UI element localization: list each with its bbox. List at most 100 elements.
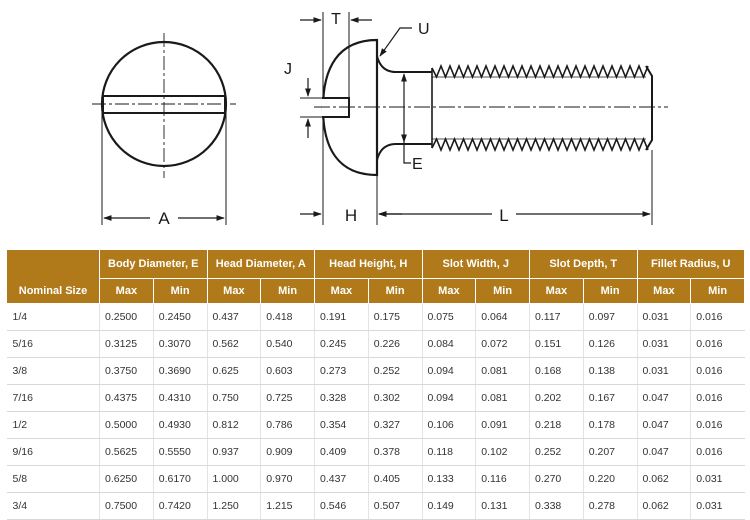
value-cell: 0.094 [422,357,477,385]
max-header: Max [529,278,584,304]
value-cell: 0.937 [207,438,262,466]
thread-bottom [431,136,649,153]
value-cell: 0.116 [475,465,530,493]
value-cell: 0.540 [260,330,315,358]
value-cell: 0.328 [314,384,369,412]
value-cell: 0.047 [637,384,692,412]
value-cell: 0.031 [690,492,745,520]
value-cell: 0.226 [368,330,423,358]
group-header-head-height: Head Height, H [314,249,423,279]
head-slot [322,97,350,118]
value-cell: 0.437 [314,465,369,493]
min-header: Min [260,278,315,304]
value-cell: 1.215 [260,492,315,520]
value-cell: 0.138 [583,357,638,385]
value-cell: 0.4930 [153,411,208,439]
value-cell: 0.3750 [99,357,154,385]
value-cell: 0.117 [529,303,584,331]
max-header: Max [314,278,369,304]
value-cell: 0.091 [475,411,530,439]
min-header: Min [690,278,745,304]
group-header-fillet-radius: Fillet Radius, U [636,249,745,279]
value-cell: 0.097 [583,303,638,331]
screw-tip [645,65,653,151]
value-cell: 0.786 [260,411,315,439]
value-cell: 0.812 [207,411,262,439]
value-cell: 0.327 [368,411,423,439]
value-cell: 0.5000 [99,411,154,439]
value-cell: 0.016 [690,357,745,385]
value-cell: 0.084 [422,330,477,358]
value-cell: 0.126 [583,330,638,358]
value-cell: 0.437 [207,303,262,331]
value-cell: 0.202 [529,384,584,412]
min-header: Min [475,278,530,304]
min-header: Min [152,278,208,304]
value-cell: 0.546 [314,492,369,520]
nominal-size-cell: 5/8 [6,465,100,493]
value-cell: 0.064 [475,303,530,331]
value-cell: 0.047 [637,411,692,439]
value-cell: 0.6250 [99,465,154,493]
value-cell: 0.6170 [153,465,208,493]
max-header: Max [421,278,477,304]
value-cell: 0.175 [368,303,423,331]
group-header-body-diameter: Body Diameter, E [99,249,208,279]
value-cell: 0.354 [314,411,369,439]
value-cell: 0.5550 [153,438,208,466]
max-header: Max [636,278,692,304]
label-l: L [499,206,508,225]
value-cell: 0.016 [690,438,745,466]
value-cell: 0.062 [637,492,692,520]
value-cell: 0.178 [583,411,638,439]
value-cell: 0.245 [314,330,369,358]
dimension-spec-table: Nominal Size Body Diameter, E Head Diame… [6,249,745,520]
value-cell: 0.016 [690,411,745,439]
value-cell: 0.072 [475,330,530,358]
value-cell: 0.405 [368,465,423,493]
value-cell: 0.218 [529,411,584,439]
value-cell: 0.909 [260,438,315,466]
value-cell: 0.302 [368,384,423,412]
value-cell: 0.118 [422,438,477,466]
value-cell: 0.278 [583,492,638,520]
nominal-size-cell: 1/4 [6,303,100,331]
value-cell: 0.168 [529,357,584,385]
leader-e [403,142,411,164]
value-cell: 0.3125 [99,330,154,358]
value-cell: 0.016 [690,303,745,331]
value-cell: 0.970 [260,465,315,493]
nominal-size-cell: 5/16 [6,330,100,358]
value-cell: 0.149 [422,492,477,520]
value-cell: 0.252 [529,438,584,466]
thread-top [431,63,649,80]
group-header-head-diameter: Head Diameter, A [206,249,315,279]
top-view [92,33,236,225]
value-cell: 0.094 [422,384,477,412]
value-cell: 0.270 [529,465,584,493]
value-cell: 0.207 [583,438,638,466]
value-cell: 0.2500 [99,303,154,331]
value-cell: 0.4310 [153,384,208,412]
value-cell: 0.603 [260,357,315,385]
value-cell: 0.418 [260,303,315,331]
value-cell: 1.000 [207,465,262,493]
value-cell: 0.031 [637,330,692,358]
value-cell: 0.081 [475,357,530,385]
value-cell: 0.273 [314,357,369,385]
value-cell: 0.151 [529,330,584,358]
value-cell: 0.220 [583,465,638,493]
value-cell: 0.7420 [153,492,208,520]
value-cell: 0.2450 [153,303,208,331]
value-cell: 0.507 [368,492,423,520]
min-header: Min [367,278,423,304]
value-cell: 0.378 [368,438,423,466]
value-cell: 0.338 [529,492,584,520]
label-h: H [345,206,357,225]
